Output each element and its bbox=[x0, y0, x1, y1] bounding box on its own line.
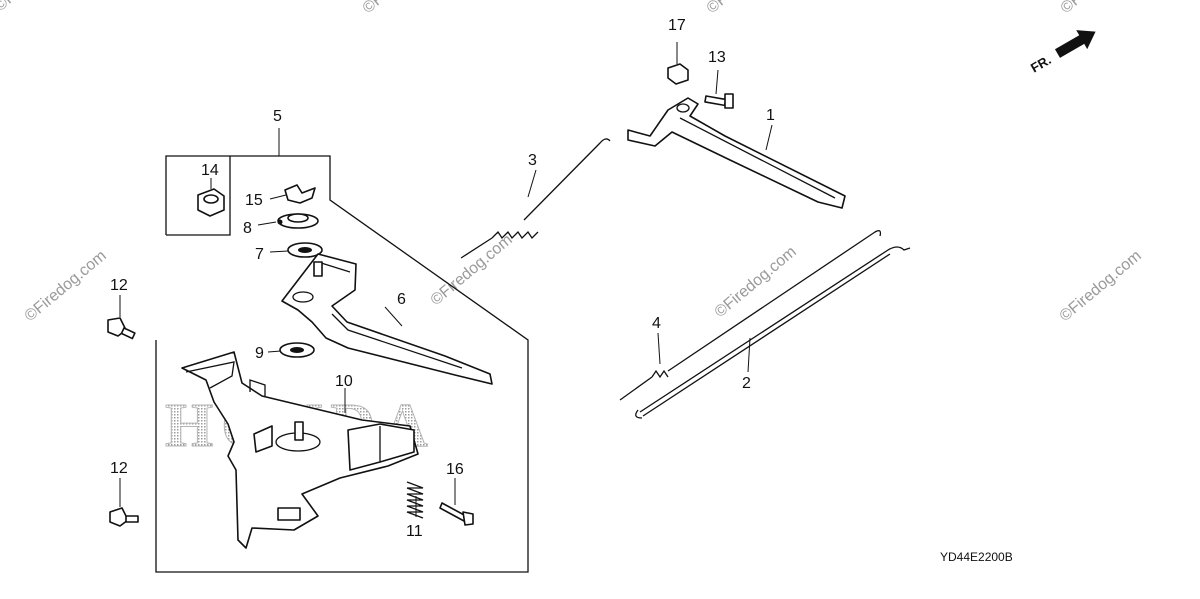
callout-15: 15 bbox=[245, 192, 263, 209]
callout-2: 2 bbox=[742, 375, 751, 392]
callout-labels: 1 2 3 4 5 6 7 8 9 10 11 12 12 13 14 15 1… bbox=[110, 17, 775, 540]
part-14-flange-nut bbox=[197, 178, 225, 217]
part-2-governor-rod bbox=[635, 246, 911, 419]
part-12-bolt-upper bbox=[107, 295, 136, 340]
callout-12-lower: 12 bbox=[110, 460, 128, 477]
watermark-center-right: ©Firedog.com bbox=[712, 243, 800, 321]
part-8-washer bbox=[257, 213, 319, 229]
callout-13: 13 bbox=[708, 49, 726, 66]
part-12-bolt-lower bbox=[109, 478, 139, 527]
part-1-governor-arm bbox=[627, 97, 846, 209]
callout-7: 7 bbox=[255, 246, 264, 263]
callout-10: 10 bbox=[335, 373, 353, 390]
watermark-top-3: ©Firedog.com bbox=[704, 0, 792, 17]
direction-label: FR. bbox=[1028, 52, 1054, 75]
callout-16: 16 bbox=[446, 461, 464, 478]
part-3-governor-spring bbox=[460, 138, 611, 259]
watermark-top-4: ©Firedog.com bbox=[1058, 0, 1146, 17]
callout-3: 3 bbox=[528, 152, 537, 169]
callout-6: 6 bbox=[397, 291, 406, 308]
part-15-wing-nut bbox=[269, 184, 316, 204]
watermark-top-2: ©Firedog.com bbox=[360, 0, 448, 17]
callout-5: 5 bbox=[273, 108, 282, 125]
part-9-washer bbox=[267, 342, 315, 358]
part-11-spring bbox=[406, 481, 424, 519]
part-17-nut bbox=[667, 42, 689, 85]
part-16-screw bbox=[439, 478, 474, 526]
watermark-top-1: ©Firedog.com bbox=[0, 0, 80, 15]
front-direction-indicator: FR. bbox=[1028, 30, 1096, 76]
part-13-bolt bbox=[704, 69, 734, 109]
part-10-control-base bbox=[181, 351, 419, 549]
direction-arrow-icon bbox=[1054, 30, 1096, 58]
watermark-center-left: ©Firedog.com bbox=[428, 231, 516, 309]
watermark-right: ©Firedog.com bbox=[1057, 247, 1145, 325]
callout-12-upper: 12 bbox=[110, 277, 128, 294]
callout-8: 8 bbox=[243, 220, 252, 237]
part-7-washer bbox=[269, 242, 323, 258]
callout-9: 9 bbox=[255, 345, 264, 362]
callout-17: 17 bbox=[668, 17, 686, 34]
callout-14: 14 bbox=[201, 162, 219, 179]
watermark-group: ©Firedog.com ©Firedog.com ©Firedog.com ©… bbox=[0, 0, 1146, 325]
part-4-spring bbox=[619, 230, 882, 401]
callout-4: 4 bbox=[652, 315, 661, 332]
diagram-code: YD44E2200B bbox=[940, 550, 1013, 564]
part-6-lever-plate bbox=[281, 253, 493, 385]
callout-1: 1 bbox=[766, 107, 775, 124]
assembly-outline-5 bbox=[155, 128, 529, 573]
callout-11: 11 bbox=[406, 523, 423, 540]
watermark-left: ©Firedog.com bbox=[22, 247, 110, 325]
